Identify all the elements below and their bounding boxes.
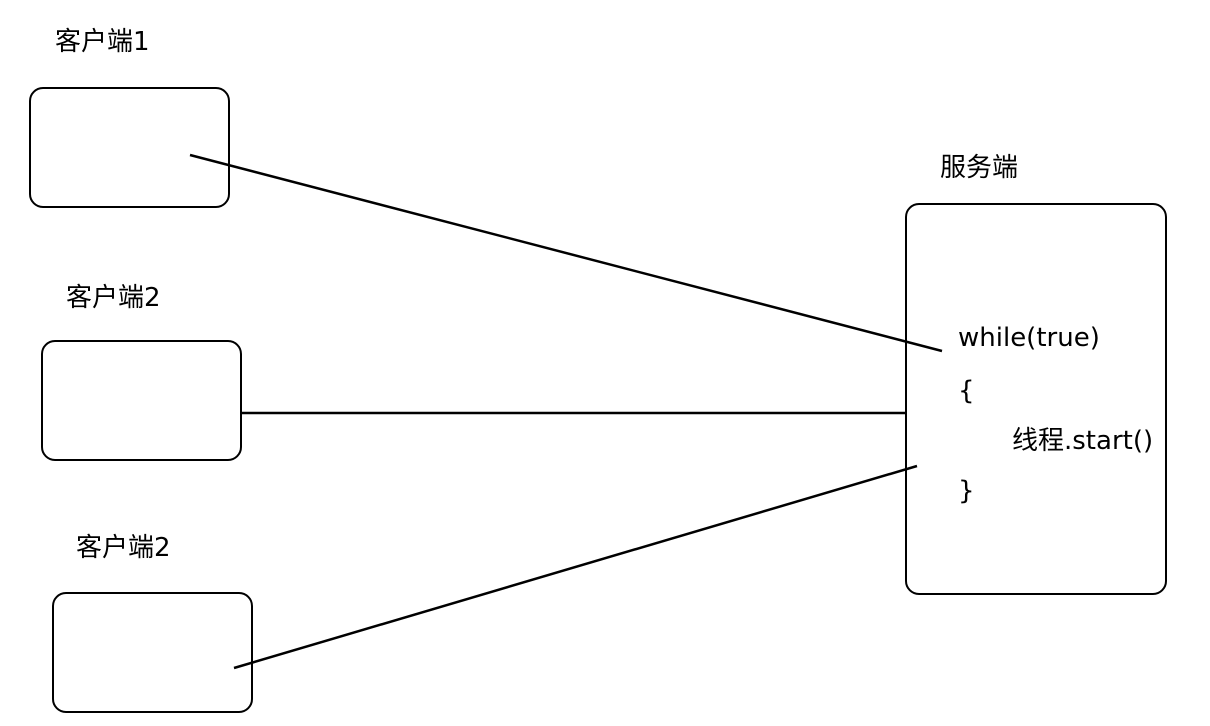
- code-while-line: while(true): [958, 323, 1100, 353]
- client2-box: [41, 340, 242, 461]
- client1-label: 客户端1: [55, 27, 150, 57]
- code-open-brace: {: [958, 376, 975, 406]
- connector-client1-server: [189, 153, 943, 353]
- code-close-brace: }: [958, 476, 975, 506]
- client3-label: 客户端2: [76, 533, 171, 563]
- connector-client3-server: [233, 464, 918, 670]
- code-thread-start-line: 线程.start(): [1012, 426, 1154, 456]
- client2-label: 客户端2: [66, 283, 161, 313]
- client3-box: [52, 592, 253, 713]
- server-box: [905, 203, 1167, 595]
- client1-box: [29, 87, 230, 208]
- server-label: 服务端: [940, 153, 1019, 183]
